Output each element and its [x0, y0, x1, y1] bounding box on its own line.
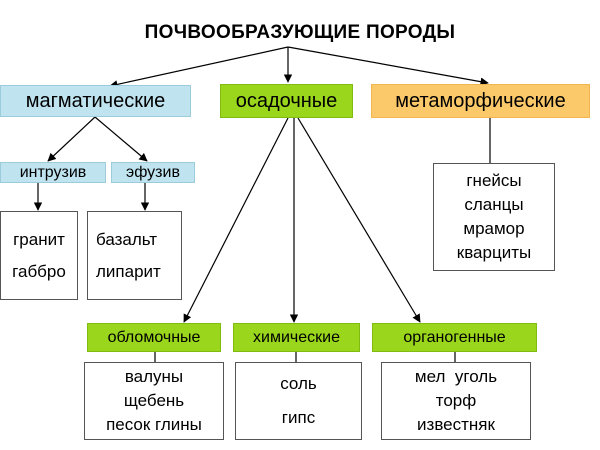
list-intrusive-rocks: гранит габбро	[0, 211, 78, 300]
category-metamorphic: метаморфические	[371, 84, 590, 118]
list-metamorphic-rocks: гнейсы сланцы мрамор кварциты	[433, 163, 555, 271]
rock-quartzite: кварциты	[456, 243, 532, 262]
rock-boulders: валуны	[124, 367, 184, 386]
rock-peat: торф	[435, 391, 477, 410]
rock-limestone: известняк	[417, 415, 495, 434]
type-organogenic: органогенные	[372, 323, 537, 352]
list-clastic-rocks: валуны щебень песок глины	[84, 362, 224, 440]
list-chemical-rocks: соль гипс	[235, 362, 362, 440]
arrow-sedimentary-to-clastic	[183, 117, 289, 323]
arrow-title-to-magmatic	[109, 46, 289, 89]
arrow-sedimentary-to-organogenic	[297, 117, 421, 323]
diagram-title: ПОЧВООБРАЗУЮЩИЕ ПОРОДЫ	[144, 22, 456, 43]
rock-marble: мрамор	[463, 219, 525, 238]
rock-chalk-coal: мел уголь	[414, 367, 498, 386]
arrow-title-to-metamorphic	[287, 46, 489, 86]
category-magmatic: магматические	[0, 85, 191, 117]
arrow-magmatic-to-intrusive	[47, 116, 96, 162]
arrow-magmatic-to-effusive	[94, 116, 148, 162]
rock-liparite: липарит	[96, 261, 161, 281]
rock-gneiss: гнейсы	[466, 171, 522, 190]
type-clastic: обломочные	[87, 323, 221, 352]
rock-schist: сланцы	[464, 195, 524, 214]
rock-gabbro: габбро	[12, 261, 66, 281]
type-chemical: химические	[233, 323, 360, 352]
rock-gypsum: гипс	[281, 408, 316, 427]
category-sedimentary: осадочные	[220, 84, 353, 118]
rock-rubble: щебень	[123, 391, 185, 410]
type-effusive: эфузив	[111, 162, 195, 183]
rock-sand-clay: песок глины	[106, 415, 202, 434]
list-effusive-rocks: базальт липарит	[87, 211, 182, 300]
rock-basalt: базальт	[96, 229, 158, 249]
type-intrusive: интрузив	[0, 162, 106, 183]
rock-salt: соль	[280, 374, 317, 393]
list-organogenic-rocks: мел уголь торф известняк	[381, 362, 531, 440]
rock-granite: гранит	[13, 229, 65, 249]
